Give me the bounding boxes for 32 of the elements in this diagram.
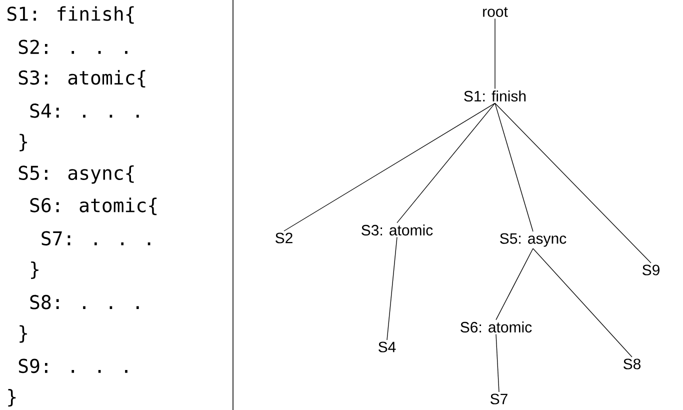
tree-node-label: S1: finish	[464, 90, 526, 102]
tree-node-label: S8	[624, 358, 641, 370]
code-line: S6: atomic{	[30, 198, 157, 216]
tree-node-label: S5: async	[500, 233, 566, 247]
code-line: S7: . . .	[42, 231, 150, 246]
tree-node-label: S2	[276, 232, 292, 244]
code-line: }	[31, 261, 38, 279]
tree-node-label: S7	[490, 394, 508, 404]
code-line: S1: finish{	[7, 6, 134, 24]
tree-edge	[494, 102, 652, 264]
tree-node-label: S6: atomic	[460, 322, 532, 332]
tree-node-label: S3: atomic	[362, 224, 433, 236]
code-line: S3: atomic{	[18, 70, 146, 88]
tree-edge	[494, 102, 534, 232]
tree-edge	[284, 102, 496, 232]
code-line: S5: async{	[18, 165, 134, 184]
tree-edge	[532, 248, 632, 358]
tree-node-label: S9	[642, 264, 660, 276]
code-line: }	[20, 134, 27, 152]
tree-node-label: S4	[378, 342, 396, 352]
tree-node-label: root	[483, 7, 508, 17]
code-line: }	[20, 325, 27, 343]
code-line: S9: . . .	[18, 358, 128, 374]
code-line: }	[8, 389, 16, 407]
tree-edge	[494, 18, 496, 90]
tree-edge	[496, 334, 500, 392]
tree-edge	[396, 102, 496, 224]
code-line: S8: . . .	[30, 294, 139, 310]
tree-edge	[496, 248, 534, 320]
code-line: S4: . . .	[30, 104, 139, 118]
tree-edge	[386, 236, 398, 340]
code-line: S2: . . .	[18, 40, 128, 54]
